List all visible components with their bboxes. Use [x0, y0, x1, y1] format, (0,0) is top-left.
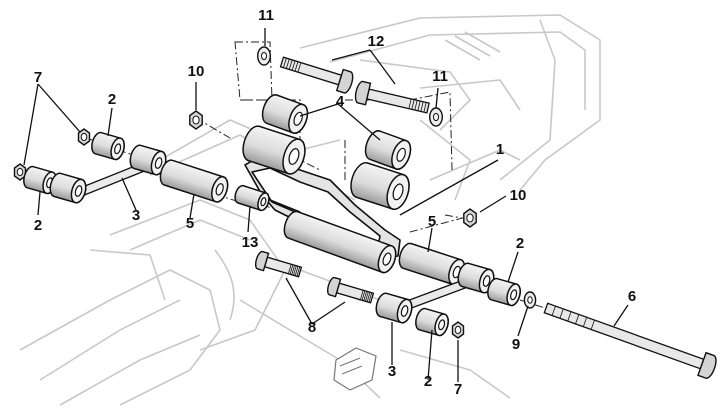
spacer-13	[234, 184, 270, 212]
leader-13	[247, 205, 251, 233]
nut-10-right	[463, 208, 477, 228]
bushing-2-right-b	[415, 307, 449, 337]
leader-7a	[23, 83, 39, 166]
nut-7-bottom	[451, 321, 465, 339]
callout-7-top: 7	[34, 69, 42, 86]
callout-13: 13	[242, 234, 259, 251]
callout-7-bottom: 7	[454, 381, 462, 398]
plate-tube-lower	[350, 161, 410, 211]
rod-3-left-eye-a	[49, 172, 87, 204]
leader-1	[399, 159, 499, 216]
callout-3-left: 3	[132, 207, 140, 224]
callout-2-right: 2	[516, 235, 524, 252]
parts-layer	[13, 46, 717, 379]
linkage-plate	[244, 154, 401, 259]
callout-2-bottom: 2	[424, 373, 432, 390]
leader-10b	[479, 195, 507, 213]
leader-12b	[369, 49, 396, 85]
callout-6: 6	[628, 288, 636, 305]
leader-2a	[107, 107, 113, 137]
leader-12a	[331, 49, 371, 61]
leader-11b	[435, 87, 439, 109]
washer-11-top	[257, 46, 272, 66]
callout-5-left: 5	[186, 215, 194, 232]
rod-3-right-eye-a	[375, 292, 413, 324]
callout-11-top: 11	[258, 7, 274, 24]
leader-2b	[37, 191, 41, 216]
callout-9: 9	[512, 336, 520, 353]
callout-12: 12	[368, 33, 385, 50]
bolt-8-lower	[326, 276, 375, 304]
callout-10-right: 10	[510, 187, 527, 204]
rod-3-left-eye-b	[129, 144, 167, 176]
callout-4: 4	[336, 93, 345, 110]
washer-11-right	[429, 107, 444, 127]
leader-4b	[337, 103, 381, 141]
link-cross-tube	[283, 210, 397, 274]
bushing-4-right	[364, 130, 412, 170]
bolt-12-right	[354, 80, 430, 114]
leader-9	[517, 305, 529, 337]
callout-2-left: 2	[34, 217, 42, 234]
callout-5-right: 5	[428, 213, 436, 230]
washer-9	[523, 291, 537, 309]
leader-2c	[507, 251, 519, 283]
callout-2-top: 2	[108, 91, 116, 108]
leader-5b	[427, 227, 433, 253]
nut-7-left-a	[13, 163, 27, 181]
leader-7b	[37, 83, 81, 133]
sleeve-5-left	[159, 159, 229, 203]
callout-8: 8	[308, 319, 316, 336]
leader-6	[613, 304, 629, 327]
leader-8b	[311, 301, 346, 325]
leader-8a	[285, 277, 313, 325]
callout-labels: 1 2 2 2 2 3 3 4 5 5 6 7 7 8 9 10 10 11 1…	[34, 7, 636, 398]
nut-7-left-b	[77, 128, 91, 146]
nut-10-top	[189, 110, 203, 130]
leader-4a	[299, 103, 339, 117]
bolt-12-left	[279, 56, 354, 94]
leader-5a	[189, 193, 195, 219]
callout-11-right: 11	[432, 68, 448, 85]
bolt-6-long	[543, 302, 717, 379]
plate-tube-upper	[242, 125, 306, 175]
leader-lines	[23, 28, 629, 382]
bushing-2-right-a	[487, 277, 521, 307]
sleeve-5-right	[398, 242, 466, 286]
side-stand-bracket	[333, 347, 377, 391]
callout-3-bottom: 3	[388, 363, 396, 380]
callout-1: 1	[496, 141, 504, 158]
bushing-2-left-b	[91, 131, 125, 161]
callout-10-top: 10	[188, 63, 205, 80]
leader-2d	[427, 329, 433, 381]
leader-3a	[121, 177, 137, 211]
bolt-8-upper	[254, 250, 303, 278]
